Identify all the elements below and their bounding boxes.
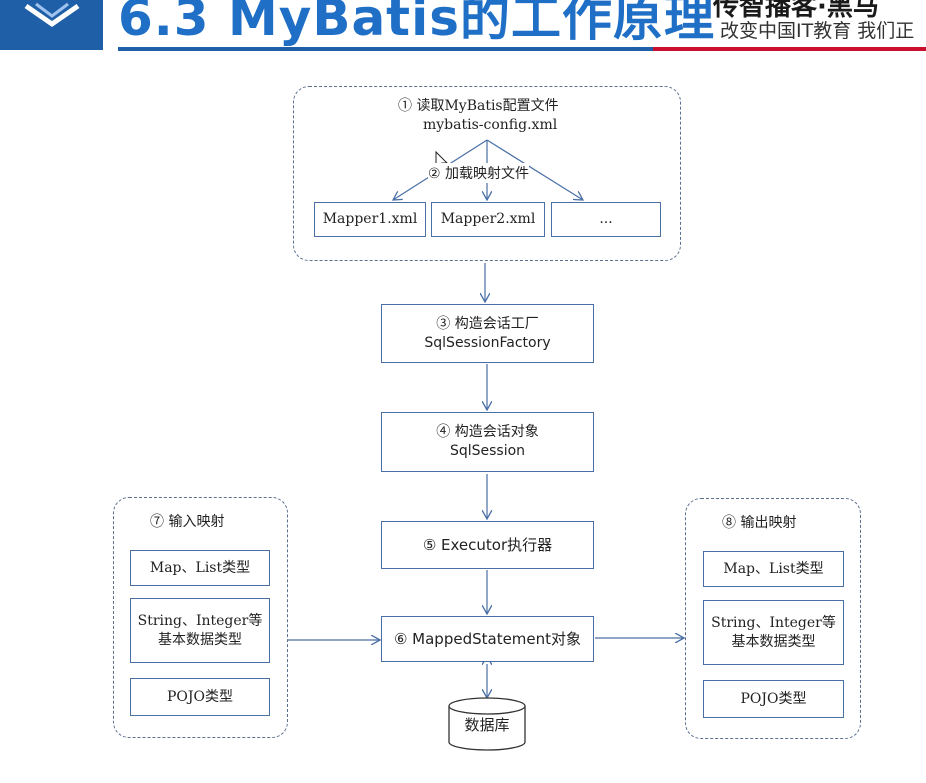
mapper1-box: Mapper1.xml — [314, 202, 426, 237]
logo-icon — [24, 2, 80, 28]
page-title: 6.3 MyBatis的工作原理 — [118, 0, 715, 47]
input-item-box: String、Integer等 基本数据类型 — [130, 598, 270, 663]
database-label: 数据库 — [464, 716, 510, 734]
executor-label: ⑤ Executor执行器 — [422, 535, 553, 554]
arrow-config-to-mapper3 — [486, 139, 583, 200]
input-item-label: String、Integer等 — [137, 612, 263, 629]
session-class: SqlSession — [449, 443, 526, 459]
output-item-label: Map、List类型 — [723, 560, 824, 577]
output-mapping-group — [685, 498, 861, 739]
config-file-label: mybatis-config.xml — [423, 117, 558, 133]
input-item-label: Map、List类型 — [149, 559, 251, 576]
session-label: ④ 构造会话对象 — [436, 424, 539, 440]
mapper-more-label: ... — [599, 211, 613, 227]
output-mapping-title: ⑧ 输出映射 — [722, 515, 797, 531]
mapper-more-box: ... — [551, 202, 661, 237]
step2-label: ② 加载映射文件 — [428, 163, 530, 183]
input-item-box: Map、List类型 — [130, 550, 270, 586]
mapped-statement-label: ⑥ MappedStatement对象 — [393, 629, 582, 648]
session-factory-label: ③ 构造会话工厂 — [436, 315, 539, 332]
header-rule-accent — [653, 47, 926, 51]
config-group — [293, 86, 681, 261]
input-item-label: POJO类型 — [167, 688, 233, 705]
mapper2-box: Mapper2.xml — [431, 202, 545, 237]
step1-label: ① 读取MyBatis配置文件 — [398, 98, 559, 114]
database-icon — [448, 697, 526, 751]
brand-name: 传智播客·黑马 — [713, 0, 879, 22]
logo-block — [0, 0, 103, 50]
output-item-label: POJO类型 — [740, 690, 807, 707]
output-item-box: Map、List类型 — [703, 551, 844, 587]
output-item-box: POJO类型 — [703, 680, 844, 718]
session-factory-box: ③ 构造会话工厂 SqlSessionFactory — [381, 304, 594, 363]
output-item-label: String、Integer等 — [711, 614, 836, 631]
session-box: ④ 构造会话对象 SqlSession — [381, 412, 594, 472]
mapped-statement-box: ⑥ MappedStatement对象 — [381, 616, 594, 662]
output-item-box: String、Integer等 基本数据类型 — [703, 600, 844, 665]
header-rule — [118, 47, 653, 51]
brand-slogan: 改变中国IT教育 我们正 — [720, 20, 915, 42]
mapper1-label: Mapper1.xml — [322, 211, 418, 227]
executor-box: ⑤ Executor执行器 — [381, 521, 594, 569]
input-mapping-group — [113, 497, 288, 738]
output-item-label: 基本数据类型 — [731, 633, 816, 650]
input-item-label: 基本数据类型 — [158, 631, 242, 648]
session-factory-class: SqlSessionFactory — [424, 334, 551, 351]
input-item-box: POJO类型 — [130, 678, 270, 716]
input-mapping-title: ⑦ 输入映射 — [150, 514, 225, 530]
mapper2-label: Mapper2.xml — [440, 211, 536, 227]
